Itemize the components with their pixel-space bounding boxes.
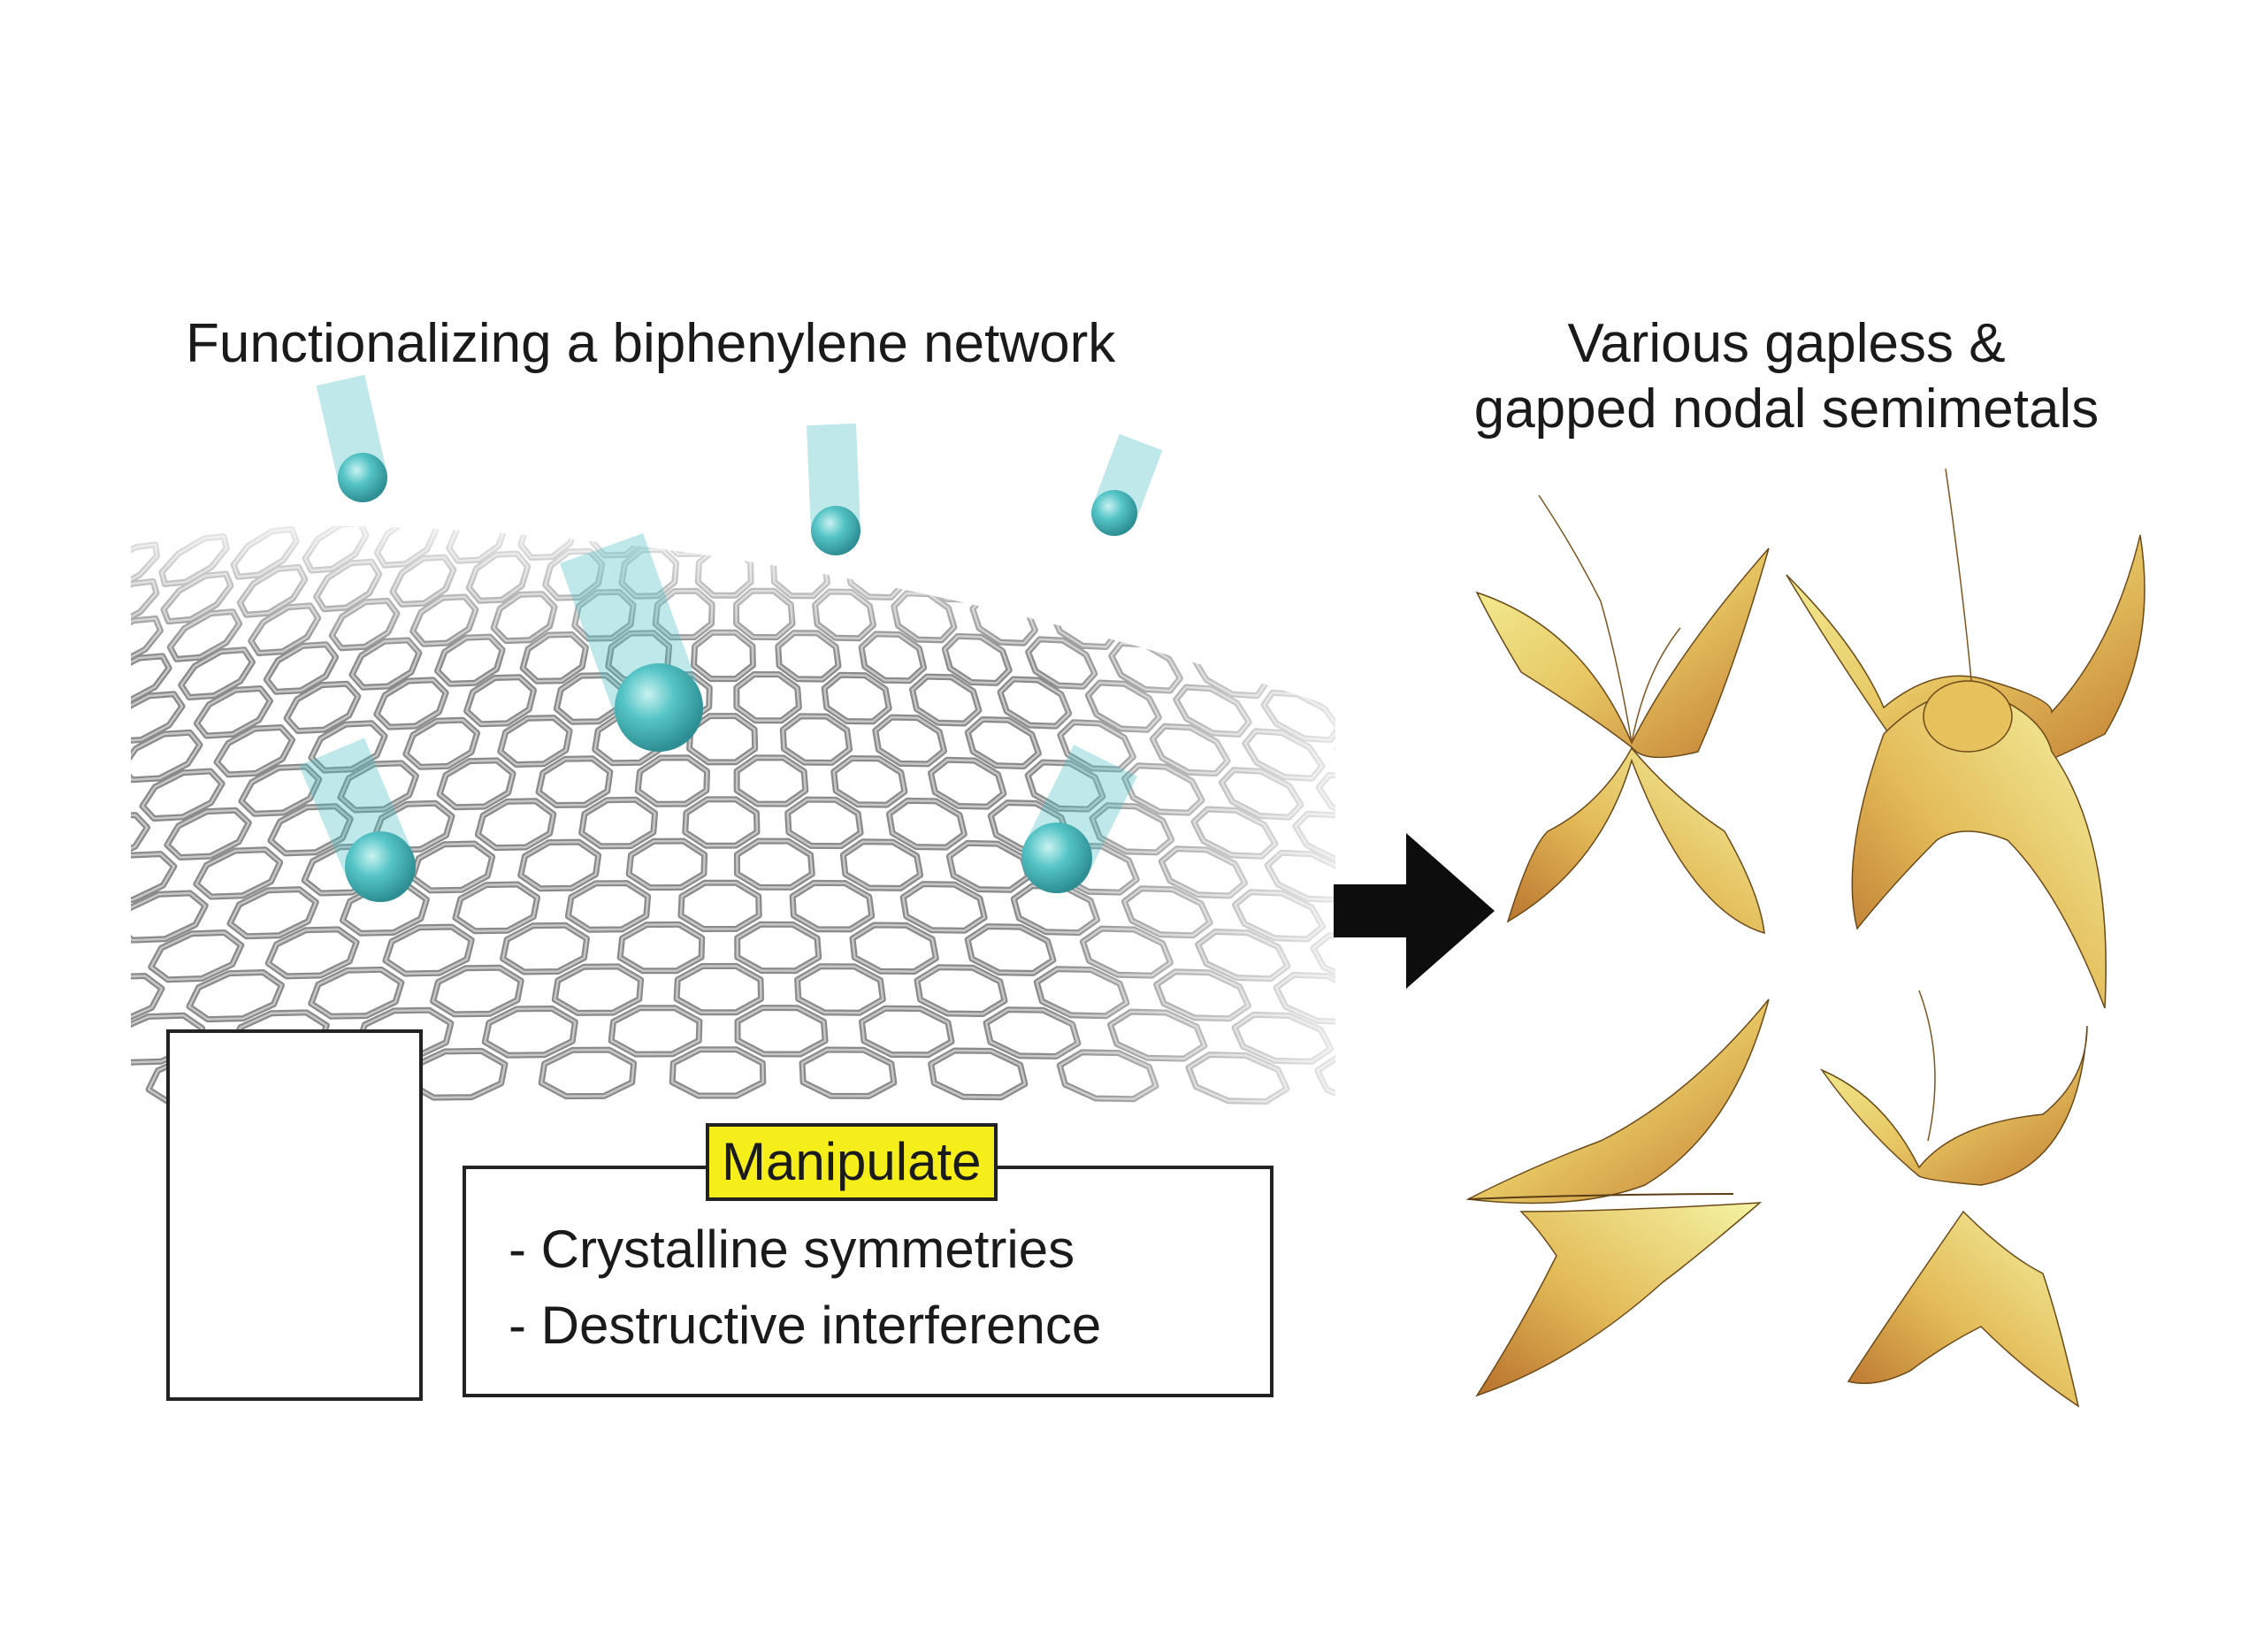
adatom-icon xyxy=(1021,822,1092,893)
nodal-line-icon xyxy=(1465,998,1770,1397)
dirac-cone-icon xyxy=(1475,494,1770,935)
adatom-icon xyxy=(1091,490,1137,536)
adatom-icon xyxy=(338,453,387,502)
right-title-line-2: gapped nodal semimetals xyxy=(1473,379,2100,440)
gapped-nodal-icon xyxy=(1819,990,2088,1408)
adatom-icon xyxy=(811,506,860,555)
inset-frame xyxy=(166,1029,423,1401)
right-title-line-1: Various gapless & xyxy=(1567,313,2006,374)
left-title: Functionalizing a biphenylene network xyxy=(186,313,1116,374)
lattice-fade-right xyxy=(124,495,1344,1114)
manipulate-label: Manipulate xyxy=(706,1123,998,1201)
adatoms xyxy=(299,374,1163,902)
manipulate-item-2: - Destructive interference xyxy=(509,1296,1102,1355)
adatom-icon xyxy=(615,663,703,752)
manipulate-item-1: - Crystalline symmetries xyxy=(509,1220,1075,1279)
adatom-icon xyxy=(345,831,416,902)
right-arrow-icon xyxy=(1334,833,1495,989)
gapped-cone-icon xyxy=(1786,468,2145,1009)
right-title: Various gapless & gapped nodal semimetal… xyxy=(1380,311,2193,443)
adatom-trail xyxy=(807,423,860,532)
